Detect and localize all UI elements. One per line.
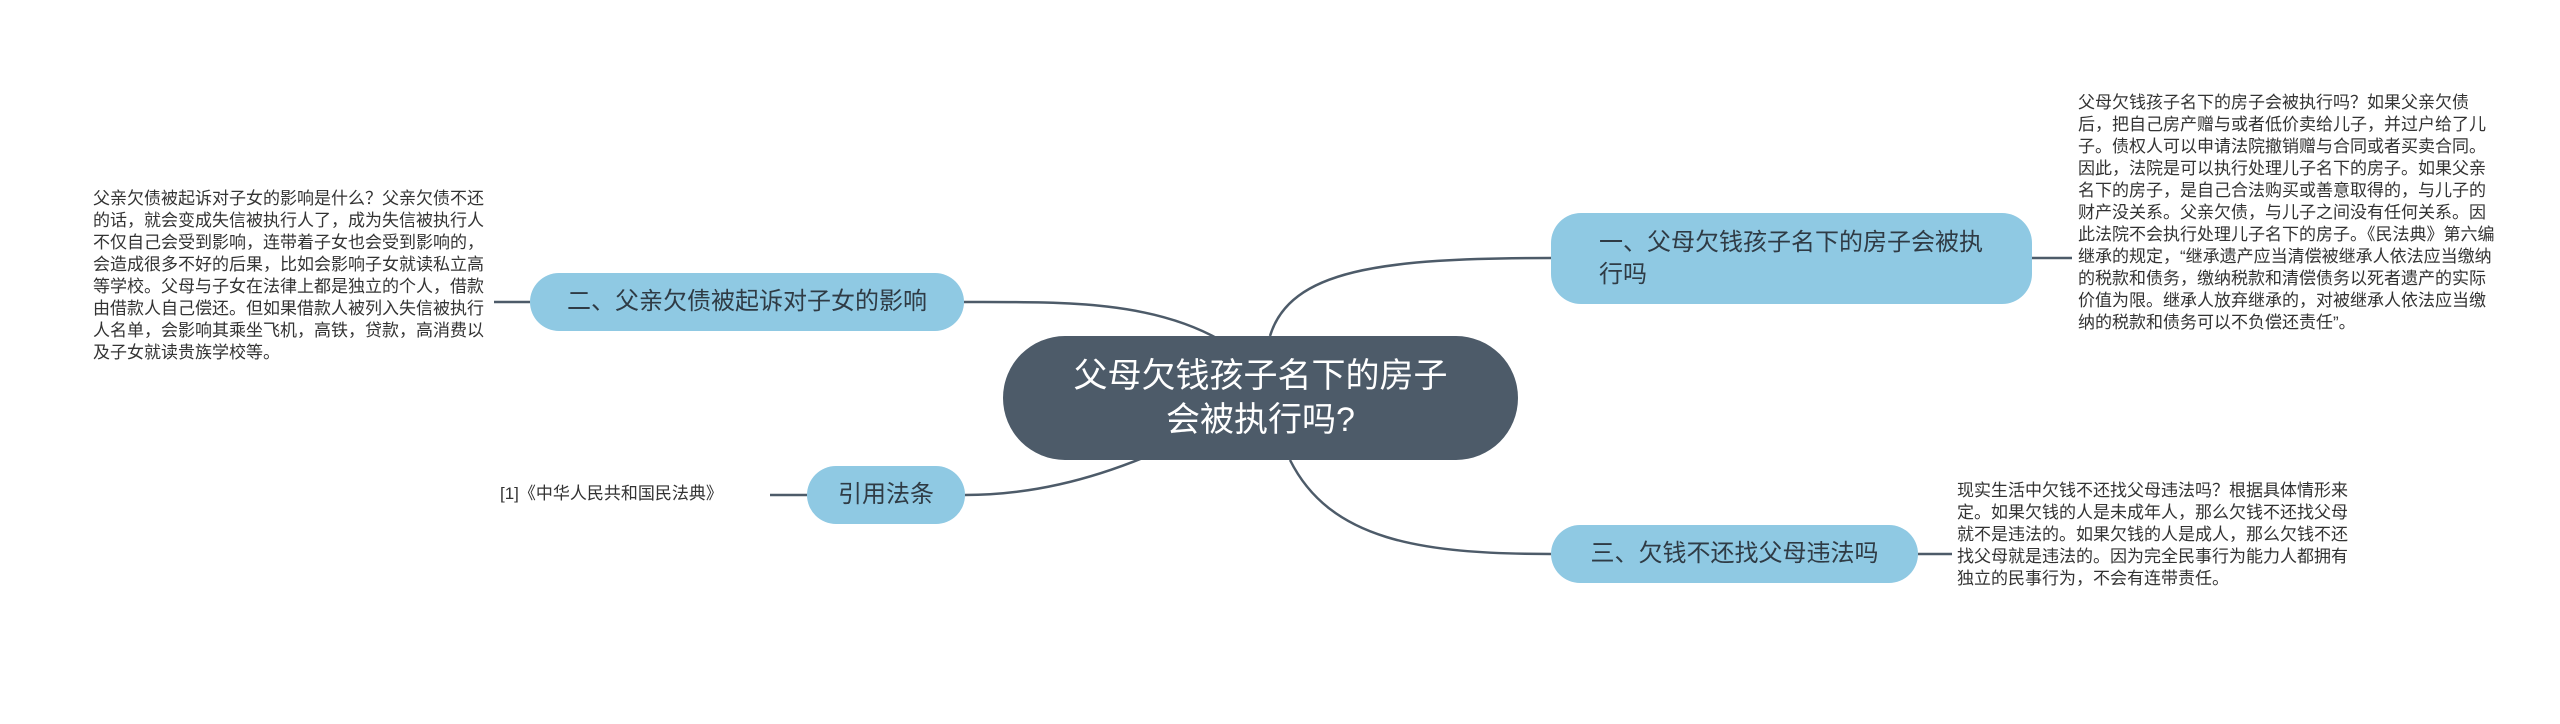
branch-topic-1-note: 父母欠钱孩子名下的房子会被执行吗？如果父亲欠债后，把自己房产赠与或者低价卖给儿子… [2078,93,2495,332]
branch-topic-4[interactable]: 三、欠钱不还找父母违法吗 [1551,525,1918,583]
connector-center-to-branch-1 [1268,256,1552,337]
branch-topic-3-note: [1]《中华人民共和国民法典》 [500,484,723,503]
branch-topic-4-label: 三、欠钱不还找父母违法吗 [1590,540,1879,567]
branch-topic-3[interactable]: 引用法条 [807,466,965,524]
branch-topic-2-note: 父亲欠债被起诉对子女的影响是什么？父亲欠债不还的话，就会变成失信被执行人了，成为… [93,189,484,362]
branch-topic-4-note: 现实生活中欠钱不还找父母违法吗？根据具体情形来定。如果欠钱的人是未成年人，那么欠… [1957,481,2348,588]
connector-center-to-branch-4 [1288,459,1552,556]
connector-center-to-branch-3 [964,453,1151,497]
branch-topic-1[interactable]: 一、父母欠钱孩子名下的房子会被执行吗 [1551,213,2032,304]
connector-center-to-branch-2 [963,300,1221,342]
branch-topic-1-label: 一、父母欠钱孩子名下的房子会被执行吗 [1599,228,1983,288]
central-topic-label: 父母欠钱孩子名下的房子会被执行吗? [1073,357,1448,439]
branch-topic-2-label: 二、父亲欠债被起诉对子女的影响 [567,288,927,315]
branch-topic-3-label: 引用法条 [838,481,934,508]
branch-topic-2[interactable]: 二、父亲欠债被起诉对子女的影响 [530,273,964,331]
central-topic[interactable]: 父母欠钱孩子名下的房子会被执行吗? [1003,336,1518,460]
